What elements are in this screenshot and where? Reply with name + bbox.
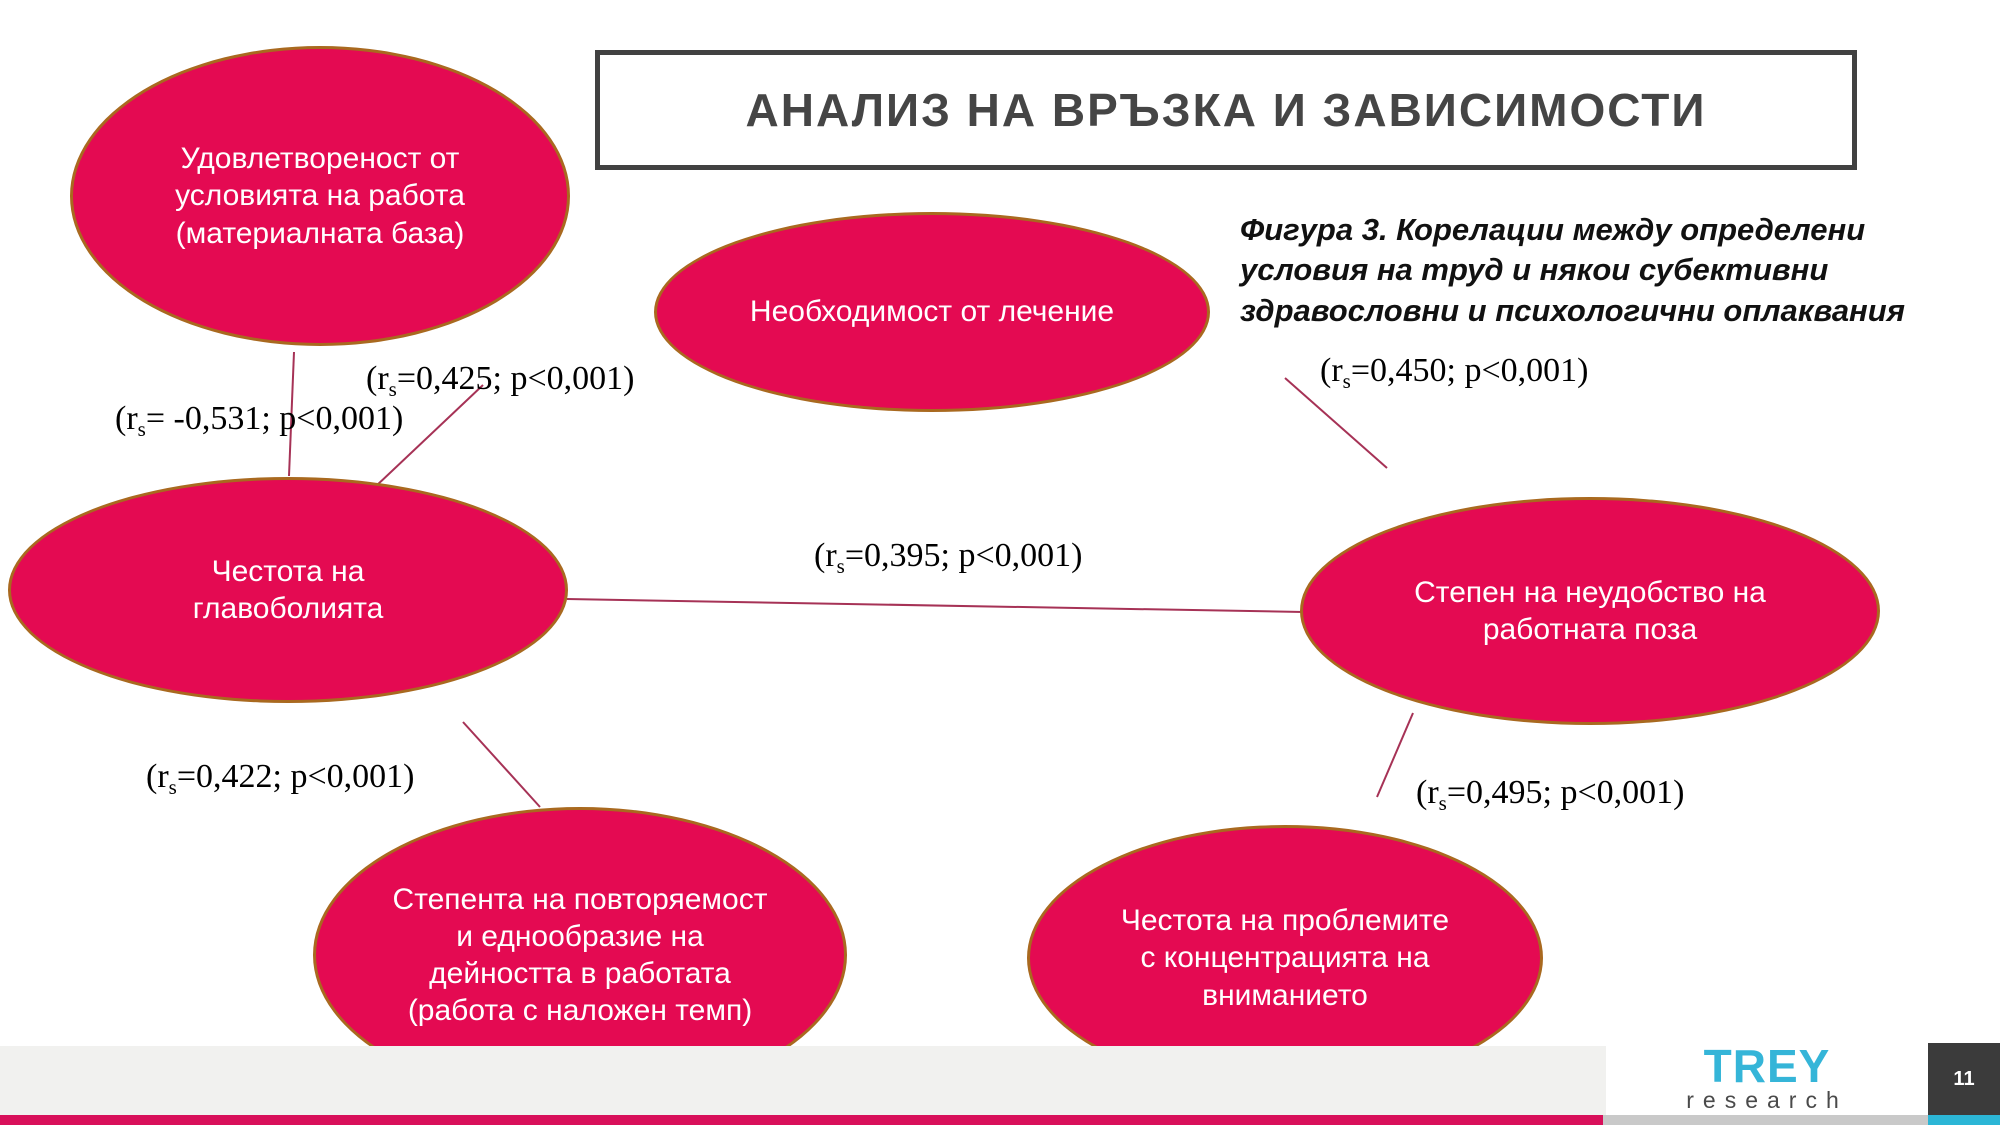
bottom-bar-gray: [1603, 1115, 1928, 1125]
corr-pre: (r: [814, 537, 837, 574]
node-treatment-label: Необходимост от лечение: [749, 295, 1115, 329]
corr-post: = -0,531; p<0,001): [145, 400, 404, 437]
node-headaches-label: Честота на главоболията: [192, 554, 384, 625]
logo-sub-text: research: [1686, 1087, 1848, 1114]
corr-post: =0,422; p<0,001): [176, 758, 415, 795]
node-posture-label: Степен на неудобство на работната поза: [1414, 575, 1766, 646]
corr-post: =0,395; p<0,001): [844, 537, 1083, 574]
corr-post: =0,425; p<0,001): [396, 360, 635, 397]
trey-logo: TREY research: [1606, 1043, 1928, 1115]
node-headaches: Честота на главоболията: [8, 477, 568, 703]
page-number-badge: 11: [1928, 1043, 2000, 1115]
node-repetitiveness-label: Степента на повторяемост и еднообразие н…: [392, 882, 768, 1028]
correlation-label-headaches-repetitiveness: (rs=0,422; p<0,001): [146, 758, 414, 800]
edge-line-posture-concentration: [1376, 712, 1414, 798]
edge-line-headaches-posture: [566, 598, 1304, 613]
node-concentration-label: Честота на проблемите с концентрацията н…: [1120, 904, 1450, 1012]
title-box: АНАЛИЗ НА ВРЪЗКА И ЗАВИСИМОСТИ: [595, 50, 1857, 170]
correlation-label-headaches-posture: (rs=0,395; p<0,001): [814, 537, 1082, 579]
bottom-bar-cyan: [1928, 1115, 2000, 1125]
corr-post: =0,495; p<0,001): [1446, 774, 1685, 811]
page-number: 11: [1953, 1067, 1975, 1090]
corr-pre: (r: [1320, 352, 1343, 389]
corr-sub: s: [137, 417, 146, 441]
node-satisfaction-label: Удовлетвореност от условията на работа (…: [175, 142, 465, 250]
slide-title: АНАЛИЗ НА ВРЪЗКА И ЗАВИСИМОСТИ: [745, 84, 1707, 136]
figure-caption-line-2: условия на труд и някои субективни: [1240, 252, 1829, 288]
node-posture: Степен на неудобство на работната поза: [1300, 497, 1880, 725]
corr-sub: s: [1342, 369, 1351, 393]
corr-sub: s: [1438, 791, 1447, 815]
logo-brand-text: TREY: [1703, 1039, 1831, 1092]
edge-line-headaches-repetitiveness: [462, 721, 541, 808]
corr-pre: (r: [1416, 774, 1439, 811]
figure-caption: Фигура 3. Корелации между определени усл…: [1240, 210, 1940, 331]
corr-pre: (r: [115, 400, 138, 437]
corr-sub: s: [388, 377, 397, 401]
node-treatment: Необходимост от лечение: [654, 212, 1210, 412]
correlation-label-treatment-posture: (rs=0,450; p<0,001): [1320, 352, 1588, 394]
figure-caption-line-3: здравословни и психологични оплаквания: [1240, 292, 1905, 328]
corr-post: =0,450; p<0,001): [1350, 352, 1589, 389]
bottom-bar-crimson: [0, 1115, 1603, 1125]
corr-pre: (r: [366, 360, 389, 397]
corr-sub: s: [168, 775, 177, 799]
correlation-label-satisfaction-headaches: (rs= -0,531; p<0,001): [115, 400, 403, 442]
corr-pre: (r: [146, 758, 169, 795]
figure-caption-line-1: Фигура 3. Корелации между определени: [1240, 212, 1866, 247]
node-satisfaction: Удовлетвореност от условията на работа (…: [70, 46, 570, 346]
corr-sub: s: [836, 554, 845, 578]
correlation-label-treatment-headaches: (rs=0,425; p<0,001): [366, 360, 634, 402]
correlation-label-posture-concentration: (rs=0,495; p<0,001): [1416, 774, 1684, 816]
